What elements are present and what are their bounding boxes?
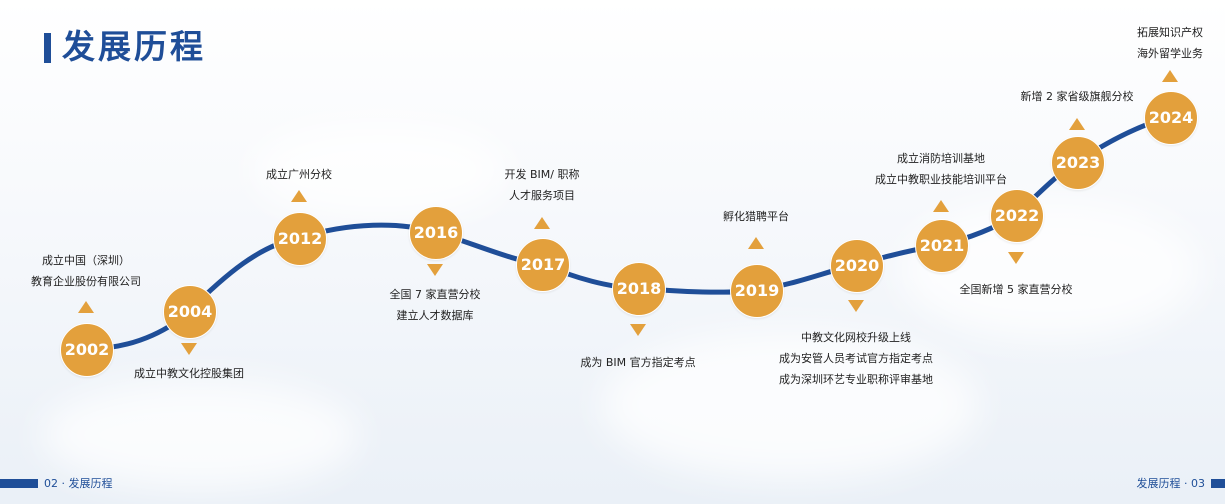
- page-title: 发展历程: [62, 27, 206, 66]
- arrow-up-icon: [78, 301, 94, 313]
- milestone-caption-2023: 新增 2 家省级旗舰分校: [1021, 86, 1134, 107]
- milestone-caption-line: 成立广州分校: [266, 168, 332, 181]
- cloud-decoration: [250, 120, 510, 220]
- arrow-down-icon: [630, 324, 646, 336]
- footer-right-label: 发展历程 · 03: [1137, 476, 1206, 492]
- milestone-caption-line: 开发 BIM/ 职称: [504, 168, 580, 181]
- milestone-caption-line: 成为安管人员考试官方指定考点: [779, 352, 933, 365]
- milestone-caption-2012: 成立广州分校: [266, 164, 332, 185]
- arrow-up-icon: [1069, 118, 1085, 130]
- milestone-caption-line: 成立中教职业技能培训平台: [875, 173, 1007, 186]
- milestone-caption-line: 孵化猎聘平台: [723, 210, 789, 223]
- milestone-caption-2022: 全国新增 5 家直营分校: [960, 279, 1073, 300]
- milestone-caption-2020: 中教文化网校升级上线成为安管人员考试官方指定考点成为深圳环艺专业职称评审基地: [779, 327, 933, 390]
- arrow-up-icon: [291, 190, 307, 202]
- arrow-down-icon: [848, 300, 864, 312]
- footer-left-label: 02 · 发展历程: [44, 476, 113, 492]
- milestone-caption-2021: 成立消防培训基地成立中教职业技能培训平台: [875, 148, 1007, 190]
- milestone-caption-2002: 成立中国（深圳） 教育企业股份有限公司: [31, 250, 141, 292]
- milestone-caption-line: 教育企业股份有限公司: [31, 275, 141, 288]
- milestone-caption-2018: 成为 BIM 官方指定考点: [580, 352, 695, 373]
- footer-left-bar: [0, 479, 38, 488]
- milestone-caption-2019: 孵化猎聘平台: [723, 206, 789, 227]
- milestone-caption-line: 成立中国（深圳）: [42, 254, 130, 267]
- milestone-caption-line: 人才服务项目: [508, 189, 575, 202]
- year-node-2016: 2016: [409, 206, 463, 260]
- year-node-2020: 2020: [830, 239, 884, 293]
- arrow-down-icon: [1008, 252, 1024, 264]
- arrow-up-icon: [933, 200, 949, 212]
- year-node-2021: 2021: [915, 219, 969, 273]
- year-node-2024: 2024: [1144, 91, 1198, 145]
- year-node-2012: 2012: [273, 212, 327, 266]
- year-node-2023: 2023: [1051, 136, 1105, 190]
- milestone-caption-line: 全国 7 家直营分校: [389, 288, 481, 301]
- year-node-2017: 2017: [516, 238, 570, 292]
- milestone-caption-line: 海外留学业务: [1137, 47, 1203, 60]
- milestone-caption-2024: 拓展知识产权海外留学业务: [1137, 22, 1203, 64]
- title-accent-bar: [44, 33, 51, 63]
- footer-left-page-number: 02: [44, 477, 58, 490]
- arrow-up-icon: [534, 217, 550, 229]
- milestone-caption-line: 成为 BIM 官方指定考点: [580, 356, 696, 369]
- arrow-down-icon: [181, 343, 197, 355]
- milestone-caption-line: 成立消防培训基地: [897, 152, 985, 165]
- milestone-caption-line: 新增 2 家省级旗舰分校: [1020, 90, 1134, 103]
- milestone-caption-2004: 成立中教文化控股集团: [134, 363, 244, 384]
- milestone-caption-line: 成为深圳环艺专业职称评审基地: [779, 373, 933, 386]
- milestone-caption-line: 全国新增 5 家直营分校: [959, 283, 1073, 296]
- year-node-2022: 2022: [990, 189, 1044, 243]
- cloud-decoration: [600, 330, 980, 480]
- milestone-caption-line: 拓展知识产权: [1137, 26, 1203, 39]
- milestone-caption-2017: 开发 BIM/ 职称人才服务项目: [505, 164, 580, 206]
- year-node-2019: 2019: [730, 264, 784, 318]
- milestone-caption-line: 中教文化网校升级上线: [801, 331, 911, 344]
- arrow-up-icon: [748, 237, 764, 249]
- footer-left-separator: ·: [61, 477, 66, 490]
- footer-right-page-number: 03: [1191, 477, 1205, 490]
- arrow-up-icon: [1162, 70, 1178, 82]
- footer-right-bar: [1211, 479, 1225, 488]
- milestone-caption-line: 成立中教文化控股集团: [134, 367, 244, 380]
- milestone-caption-line: 建立人才数据库: [396, 309, 474, 322]
- footer-left-section-name: 发展历程: [68, 477, 113, 490]
- milestone-caption-2016: 全国 7 家直营分校建立人才数据库: [390, 284, 481, 326]
- arrow-down-icon: [427, 264, 443, 276]
- footer-right-separator: ·: [1184, 477, 1188, 490]
- year-node-2004: 2004: [163, 285, 217, 339]
- cloud-decoration: [40, 380, 360, 490]
- year-node-2018: 2018: [612, 262, 666, 316]
- footer-right-section-name: 发展历程: [1136, 477, 1181, 490]
- year-node-2002: 2002: [60, 323, 114, 377]
